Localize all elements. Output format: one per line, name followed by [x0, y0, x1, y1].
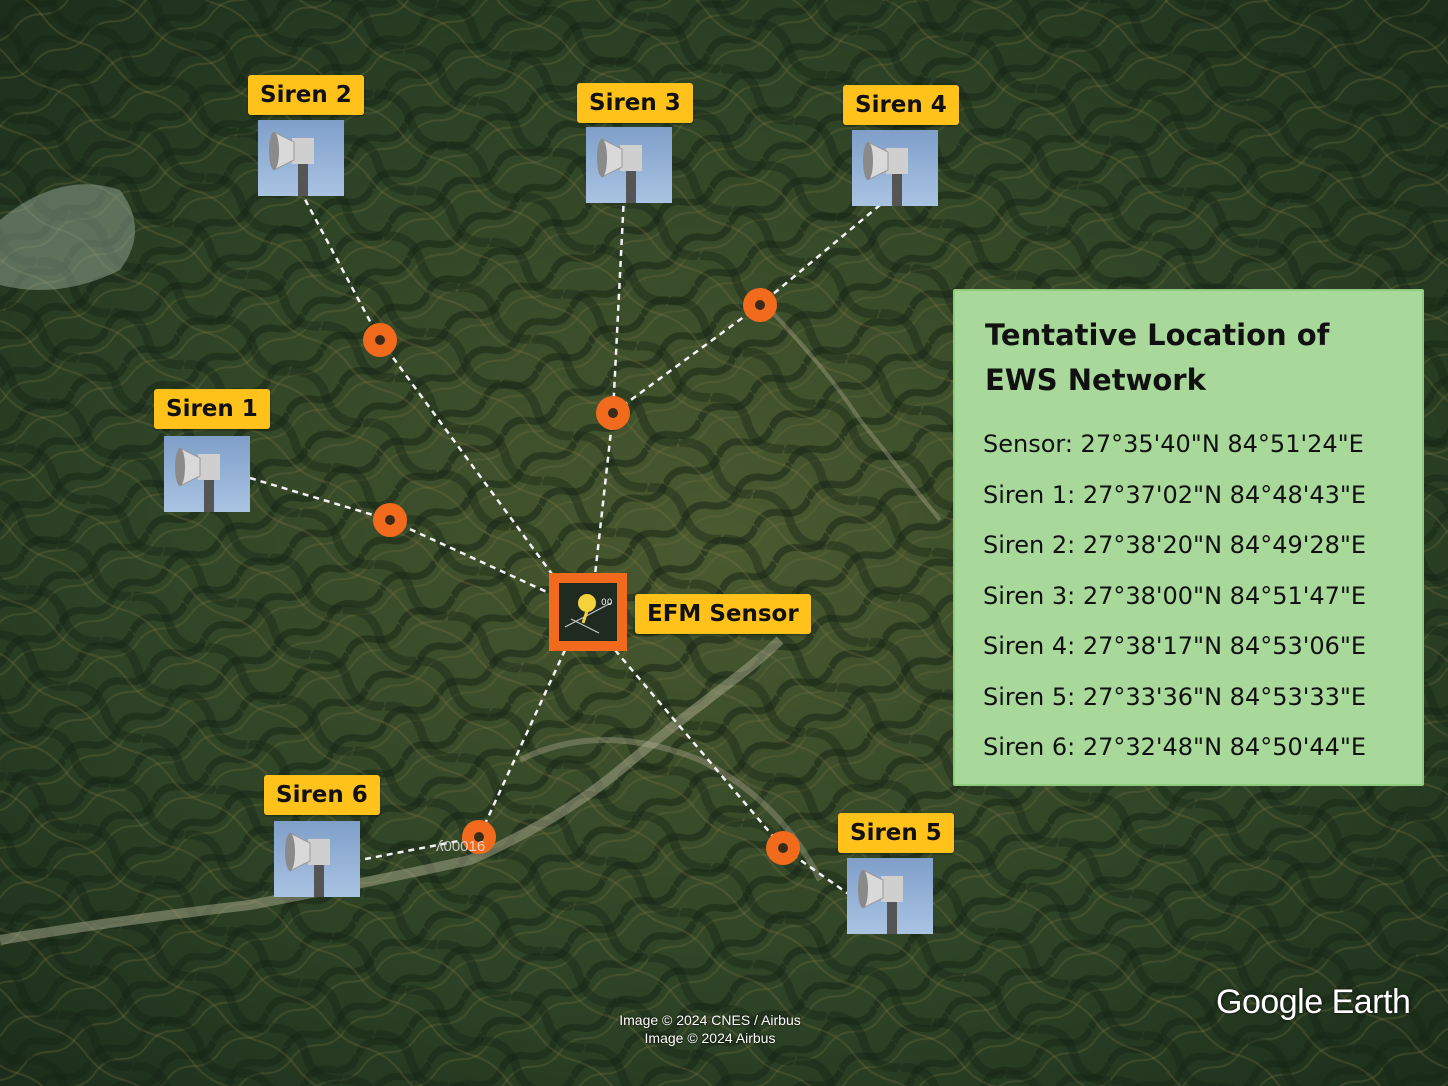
siren-5-marker[interactable] [847, 858, 933, 934]
siren-4-marker[interactable] [852, 130, 938, 206]
credit-line-2: Image © 2024 Airbus [644, 1030, 776, 1046]
siren-2-label: Siren 2 [248, 75, 364, 115]
siren-6-marker[interactable] [274, 821, 360, 897]
relay-nodes [363, 288, 800, 865]
link-relay-siren6 [359, 835, 480, 862]
relay-node-icon [363, 323, 397, 357]
coord-row-siren-6: Siren 6: 27°32'48"N 84°50'44"E [983, 733, 1367, 761]
link-siren1-relay [249, 476, 391, 522]
link-siren3-relay [611, 194, 626, 414]
panel-title-line1: Tentative Location of [985, 318, 1330, 352]
siren-6-label: Siren 6 [264, 775, 380, 815]
siren-horn-icon [863, 141, 908, 206]
network-links [249, 189, 881, 897]
siren-5-label: Siren 5 [838, 813, 954, 853]
efm-sensor-icon: 00 [564, 594, 613, 634]
siren-horn-icon [175, 447, 220, 512]
coord-row-siren-5: Siren 5: 27°33'36"N 84°53'33"E [983, 682, 1367, 711]
link-siren4-relay [759, 204, 881, 306]
coord-row-siren-1: Siren 1: 27°37'02"N 84°48'43"E [983, 480, 1367, 509]
link-sensor-relay-d [477, 649, 567, 838]
siren-1-label: Siren 1 [154, 389, 270, 429]
panel-title: Tentative Location of EWS Network [985, 313, 1392, 403]
link-relay-relay [612, 303, 761, 415]
location-info-panel: Tentative Location of EWS Network Sensor… [953, 289, 1424, 786]
siren-1-marker[interactable] [164, 436, 250, 512]
link-relay-sensor-c [593, 412, 615, 576]
credit-line-1: Image © 2024 CNES / Airbus [619, 1012, 801, 1028]
relay-node-icon [766, 831, 800, 865]
siren-horn-icon [285, 832, 330, 897]
svg-text:00: 00 [601, 598, 613, 608]
siren-2-marker[interactable] [258, 120, 344, 196]
panel-title-line2: EWS Network [985, 363, 1206, 397]
coord-row-siren-4: Siren 4: 27°38'17"N 84°53'06"E [983, 632, 1367, 660]
siren-horn-icon [858, 869, 903, 934]
relay-node-icon [462, 820, 496, 854]
efm-sensor-label: EFM Sensor [635, 594, 811, 634]
relay-node-icon [596, 396, 630, 430]
imagery-credit: Image © 2024 CNES / Airbus Image © 2024 … [560, 1011, 860, 1047]
coord-row-siren-3: Siren 3: 27°38'00"N 84°51'47"E [983, 581, 1367, 610]
siren-4-label: Siren 4 [843, 85, 959, 125]
relay-node-icon [743, 288, 777, 322]
google-earth-logo: Google Earth [1216, 983, 1411, 1021]
siren-horn-icon [597, 138, 642, 203]
efm-sensor-marker[interactable]: 00 [549, 573, 627, 651]
link-relay-sensor-b [389, 518, 561, 600]
siren-3-marker[interactable] [586, 127, 672, 203]
road-label: ʎ00016 [436, 838, 486, 855]
relay-node-icon [373, 503, 407, 537]
siren-horn-icon [269, 131, 314, 196]
link-relay-sensor-a [378, 339, 562, 586]
coord-row-sensor: Sensor: 27°35'40"N 84°51'24"E [983, 430, 1364, 458]
coord-row-siren-2: Siren 2: 27°38'20"N 84°49'28"E [983, 531, 1367, 559]
siren-3-label: Siren 3 [577, 83, 693, 123]
